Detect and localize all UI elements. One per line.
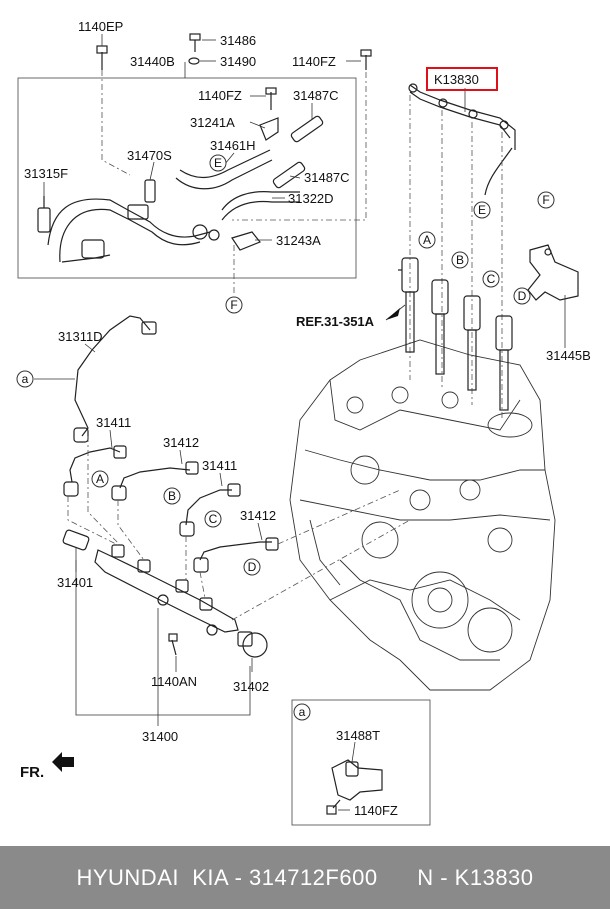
return-line-parts: [37, 33, 372, 263]
svg-text:E: E: [478, 203, 486, 217]
svg-text:B: B: [456, 253, 464, 267]
injector-1: [398, 257, 419, 353]
label-31487C-b: 31487C: [304, 170, 350, 185]
callout-F-right: F: [537, 191, 555, 209]
label-31241A: 31241A: [190, 115, 235, 130]
svg-text:C: C: [209, 512, 218, 526]
label-31470S: 31470S: [127, 148, 172, 163]
label-31440B: 31440B: [130, 54, 175, 69]
svg-text:C: C: [487, 272, 496, 286]
label-31412-a: 31412: [163, 435, 199, 450]
svg-text:D: D: [248, 560, 257, 574]
svg-text:E: E: [214, 156, 222, 170]
svg-text:F: F: [542, 193, 549, 207]
injector-3: [463, 295, 481, 391]
ref-pointer-arrow-icon: [386, 308, 400, 320]
common-rail-31400: [62, 529, 268, 658]
k13830-highlight-box: [426, 67, 498, 91]
label-31315F: 31315F: [24, 166, 68, 181]
label-1140EP: 1140EP: [78, 19, 123, 34]
footer-part-number-text: HYUNDAI KIA - 314712F600 N - K13830: [76, 864, 534, 890]
label-31486: 31486: [220, 33, 256, 48]
injector-4: [495, 315, 513, 411]
callout-D-injector: D: [513, 287, 531, 305]
injectors: [398, 257, 513, 411]
label-31461H: 31461H: [210, 138, 256, 153]
callout-B-pipe: B: [163, 487, 181, 505]
label-31412-b: 31412: [240, 508, 276, 523]
callout-C-pipe: C: [204, 510, 222, 528]
label-31487C-a: 31487C: [293, 88, 339, 103]
injector-clamp-bracket-31445b: [527, 244, 579, 301]
svg-text:a: a: [22, 372, 29, 386]
callout-D-pipe: D: [243, 558, 261, 576]
label-31490: 31490: [220, 54, 256, 69]
callout-a-inset: a: [293, 703, 311, 721]
label-31400: 31400: [142, 729, 178, 744]
front-direction-arrow-icon: [52, 752, 74, 772]
injector-return-line-k13830: [408, 83, 516, 196]
engine-block-outline: [289, 339, 556, 691]
svg-text:A: A: [423, 233, 431, 247]
label-31401: 31401: [57, 575, 93, 590]
callout-E-upper: E: [209, 154, 227, 172]
injector-2: [431, 279, 449, 375]
svg-text:a: a: [299, 705, 306, 719]
label-k13830: K13830: [434, 72, 479, 87]
label-31311D: 31311D: [58, 329, 103, 344]
svg-text:A: A: [96, 472, 104, 486]
svg-text:F: F: [230, 298, 237, 312]
label-1140FZ-mid: 1140FZ: [198, 88, 242, 103]
return-line-assembly-frame: [17, 77, 357, 279]
fuel-pipes: [63, 315, 279, 573]
callout-A-pipe: A: [91, 470, 109, 488]
inset-frame-a: [291, 699, 431, 826]
svg-text:D: D: [518, 289, 527, 303]
callout-F-upper: F: [225, 296, 243, 314]
label-31411-b: 31411: [202, 458, 237, 473]
label-31488T: 31488T: [336, 728, 380, 743]
callout-a-left: a: [16, 370, 34, 388]
callout-B-injector: B: [451, 251, 469, 269]
label-1140AN: 1140AN: [151, 674, 197, 689]
part-number-footer: HYUNDAI KIA - 314712F600 N - K13830: [0, 846, 610, 909]
label-31243A: 31243A: [276, 233, 321, 248]
label-1140FZ-inset: 1140FZ: [354, 803, 398, 818]
callout-E-right: E: [473, 201, 491, 219]
fuel-system-exploded-diagram: 1140EP 31486 31490 31440B 1140FZ 1140FZ …: [16, 19, 591, 826]
label-31411-a: 31411: [96, 415, 131, 430]
label-front: FR.: [20, 764, 44, 781]
label-ref-31-351a: REF.31-351A: [296, 314, 375, 329]
callout-C-injector: C: [482, 270, 500, 288]
label-31402: 31402: [233, 679, 269, 694]
callout-A-injector: A: [418, 231, 436, 249]
svg-text:B: B: [168, 489, 176, 503]
label-31445B: 31445B: [546, 348, 591, 363]
label-1140FZ-top: 1140FZ: [292, 54, 336, 69]
label-31322D: 31322D: [288, 191, 334, 206]
